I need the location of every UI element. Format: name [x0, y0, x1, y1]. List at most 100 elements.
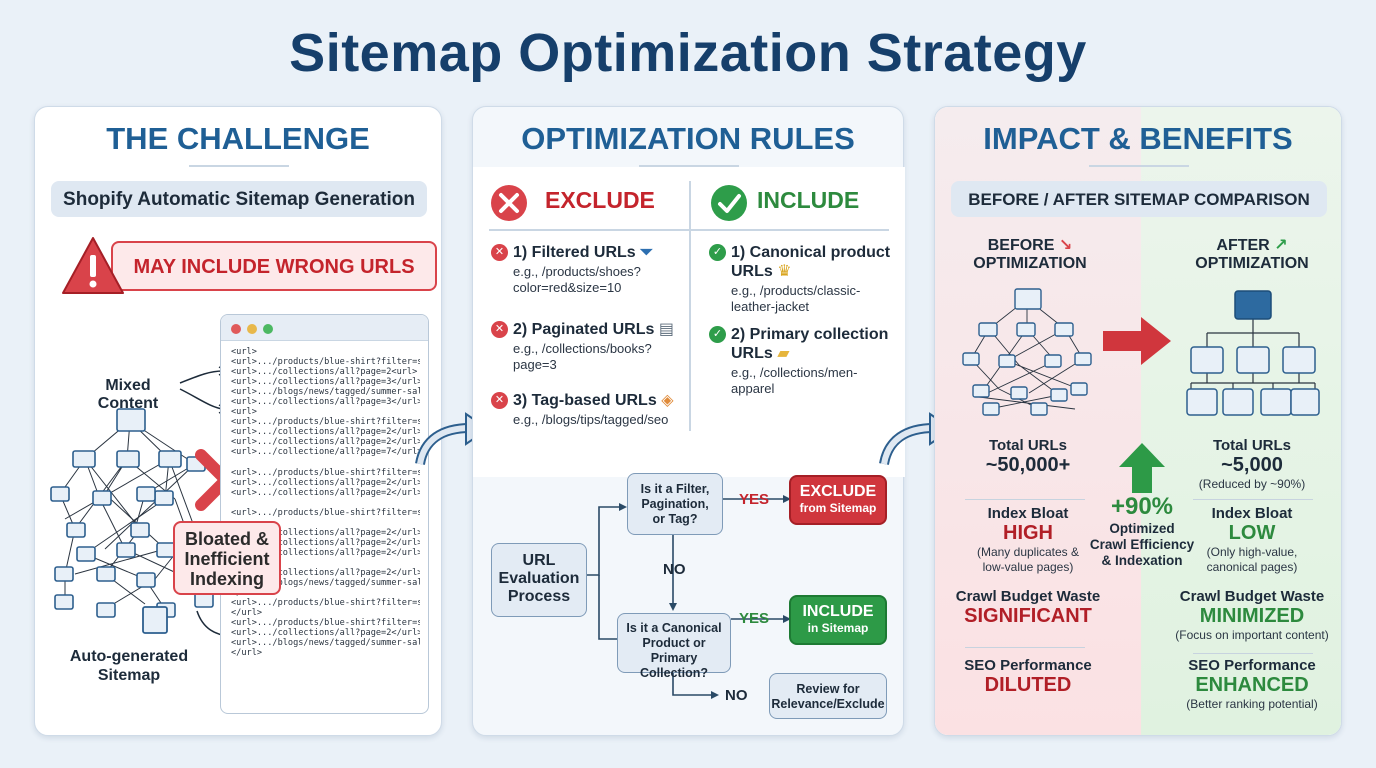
stat-note: (Better ranking potential)	[1186, 697, 1318, 711]
code-line: <url>.../collections/all?page=3</url>	[231, 397, 420, 408]
include-rule-collection: ✓ 2) Primary collection URLs ▰ e.g., /co…	[709, 325, 931, 397]
code-line: <url>.../collections/all?page=2</url>	[231, 477, 420, 488]
flow-text: from Sitemap	[799, 501, 877, 515]
exclude-rule-tag: ✕ 3) Tag-based URLs ◈ e.g., /blogs/tips/…	[491, 391, 713, 428]
flow-exclude-box: EXCLUDE from Sitemap	[789, 475, 887, 525]
before-tangled-diagram	[962, 288, 1092, 416]
challenge-subheading: Shopify Automatic Sitemap Generation	[51, 181, 427, 217]
code-line: <url>.../products/blue-shirt?filter=size…	[231, 507, 420, 518]
flow-text: Process	[507, 588, 571, 605]
code-lines: <url><url>.../products/blue-shirt?filter…	[221, 341, 428, 658]
x-badge-icon: ✕	[491, 244, 508, 261]
close-dot	[231, 324, 241, 334]
code-line: <url>.../collections/all?page=2</url>	[231, 427, 420, 438]
stat-heading: Crawl Budget Waste	[1179, 588, 1325, 605]
rule-title: 1) Canonical product	[731, 244, 891, 261]
sitemap-code-window: <url><url>.../products/blue-shirt?filter…	[220, 314, 429, 714]
stat-value: MINIMIZED	[1199, 605, 1305, 627]
stat-value: LOW	[1228, 522, 1276, 544]
rule-example: e.g., /collections/men-	[731, 365, 858, 380]
stat-heading: Total URLs	[1212, 437, 1292, 454]
code-line: <url>.../blogs/news/tagged/summer-sale</…	[231, 638, 420, 649]
title-divider	[639, 165, 739, 167]
after-tree-diagram	[1186, 290, 1320, 416]
flow-question-2: Is it a Canonical Product or Primary Col…	[617, 613, 731, 680]
flow-text: INCLUDE	[802, 603, 874, 620]
stat-heading: Index Bloat	[987, 505, 1069, 522]
code-line: <url>.../collections/all?page=2</url>	[231, 487, 420, 498]
before-index-bloat: Index Bloat HIGH (Many duplicates & low-…	[943, 505, 1113, 575]
flow-text: Collection?	[639, 666, 709, 680]
minimize-dot	[247, 324, 257, 334]
code-line: <url>.../products/blue-shirt?filter=size…	[231, 357, 420, 368]
title-divider	[1089, 165, 1189, 167]
stat-heading: Total URLs	[988, 437, 1068, 454]
trend-down-icon: ↘	[1058, 237, 1073, 254]
before-label: BEFORE	[987, 237, 1055, 254]
code-line: <url>.../collections/all?page=2</url>	[231, 527, 420, 538]
before-heading: BEFORE ↘ OPTIMIZATION	[945, 235, 1115, 273]
warning-text: MAY INCLUDE WRONG URLS	[111, 241, 437, 291]
column-divider	[689, 181, 691, 431]
rule-title: 2) Primary collection	[731, 326, 889, 343]
rule-title: URLs	[731, 345, 773, 362]
bloat-line2: Inefficient	[184, 549, 270, 569]
trend-up-icon: ↗	[1274, 237, 1288, 254]
code-line: <url>.../collections/all?page=2</url>	[231, 628, 420, 639]
challenge-heading: THE CHALLENGE	[106, 121, 370, 156]
rule-example: apparel	[731, 381, 775, 396]
code-line: <url>.../blogs/news/tagged/summer-sale</…	[231, 387, 420, 398]
code-line: <url>.../collectione/all?page=7</url>	[231, 447, 420, 458]
code-line: <url>.../collections/all?page=2</url>	[231, 547, 420, 558]
impact-panel: IMPACT & BENEFITS BEFORE / AFTER SITEMAP…	[934, 106, 1342, 736]
flow-text: Is it a Filter,	[640, 482, 710, 496]
flow-text: in Sitemap	[807, 621, 869, 635]
tag-icon: ◈	[661, 392, 674, 409]
tangled-sitemap-diagram	[50, 408, 214, 634]
stat-value: DILUTED	[984, 674, 1072, 696]
rules-heading: OPTIMIZATION RULES	[521, 121, 855, 156]
code-line: <url>.../collections/all?page=2</url>	[231, 568, 420, 579]
warning-icon	[62, 237, 124, 294]
exclude-rule-paginated: ✕ 2) Paginated URLs ▤ e.g., /collections…	[491, 320, 713, 373]
code-line: <url>.../blogs/news/tagged/summer-sale</…	[231, 578, 420, 589]
rule-example: e.g., /blogs/tips/tagged/seo	[513, 412, 669, 427]
before-seo-performance: SEO Performance DILUTED	[943, 657, 1113, 697]
code-line: <url>.../collections/all?page=3</url>	[231, 377, 420, 388]
auto-sitemap-label: Auto-generated Sitemap	[59, 647, 199, 685]
x-badge-icon: ✕	[491, 321, 508, 338]
flow-text: Evaluation	[498, 570, 580, 587]
divider	[965, 499, 1085, 500]
stat-note: (Reduced by ~90%)	[1198, 477, 1306, 491]
after-heading: AFTER ↗ OPTIMIZATION	[1161, 235, 1341, 273]
stat-note: (Many duplicates &	[976, 545, 1080, 559]
window-titlebar	[221, 315, 428, 341]
divider	[1193, 653, 1313, 654]
pages-icon: ▤	[658, 321, 674, 338]
crown-icon: ♛	[777, 263, 792, 280]
bloat-line3: Indexing	[189, 569, 264, 589]
bloat-callout: Bloated & Inefficient Indexing	[173, 521, 281, 595]
check-badge-icon: ✓	[709, 244, 726, 261]
rule-example: e.g., /products/classic-	[731, 283, 861, 298]
flow-text: Is it a Canonical	[626, 621, 722, 635]
crawl-gain-callout: +90% Optimized Crawl Efficiency & Indexa…	[1085, 493, 1199, 569]
stat-heading: Crawl Budget Waste	[955, 588, 1101, 605]
divider	[1193, 499, 1313, 500]
flow-text: Review for	[796, 682, 860, 696]
divider	[965, 647, 1085, 648]
after-index-bloat: Index Bloat LOW (Only high-value, canoni…	[1163, 505, 1341, 575]
flow-yes-label: YES	[739, 610, 770, 627]
code-line	[231, 498, 420, 508]
before-crawl-waste: Crawl Budget Waste SIGNIFICANT	[943, 588, 1113, 628]
code-line: <url>.../products/blue-shirt?filter=size…	[231, 598, 420, 609]
after-label: OPTIMIZATION	[1195, 255, 1309, 272]
flow-review-box: Review for Relevance/Exclude	[769, 673, 887, 719]
code-line: <url>	[231, 347, 257, 357]
gain-value: +90%	[1110, 493, 1174, 520]
stat-value: ~5,000	[1221, 454, 1283, 476]
gain-text: Crawl Efficiency	[1089, 537, 1195, 552]
mixed-content-label: Mixed Content	[97, 377, 159, 412]
before-total-urls: Total URLs ~50,000+	[943, 437, 1113, 477]
filter-icon: ⏷	[640, 244, 653, 261]
